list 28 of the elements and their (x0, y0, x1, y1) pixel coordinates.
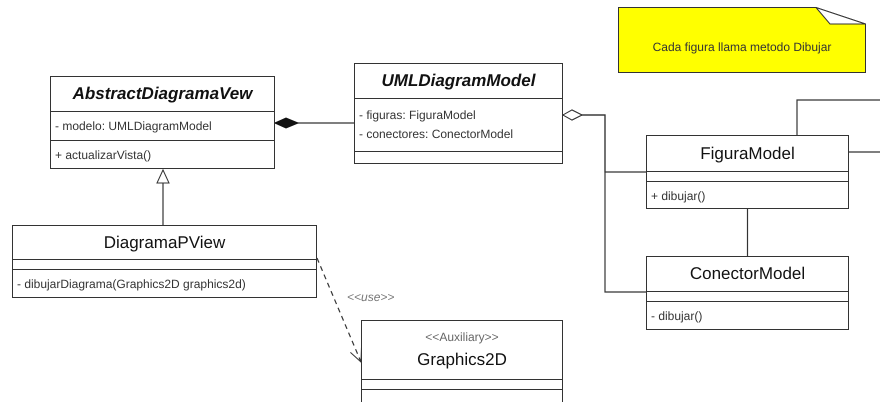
method-text: - dibujar() (651, 309, 702, 324)
self-association-line (796, 99, 880, 153)
attribute-text: - modelo: UMLDiagramModel (55, 118, 212, 134)
class-name: UMLDiagramModel (382, 70, 536, 92)
attribute-text: - conectores: ConectorModel (359, 127, 514, 142)
stereotype-text: <<Auxiliary>> (425, 330, 499, 345)
composition-line (274, 118, 354, 128)
method-text: + dibujar() (651, 188, 706, 204)
dependency-arrow (316, 258, 362, 362)
method-text: - dibujarDiagrama(Graphics2D graphics2d) (17, 277, 246, 292)
class-box (361, 320, 563, 402)
aggregation-line (562, 110, 646, 293)
class-box (50, 76, 275, 169)
class-box (354, 63, 563, 164)
inheritance-arrow (156, 170, 170, 225)
class-box (12, 225, 317, 298)
attribute-text: - figuras: FiguraModel (359, 108, 476, 123)
class-name: AbstractDiagramaVew (72, 83, 252, 105)
class-box (646, 135, 849, 209)
class-name: DiagramaPView (104, 232, 226, 254)
method-text: + actualizarVista() (55, 148, 152, 163)
class-box (646, 256, 849, 330)
class-name: ConectorModel (690, 263, 806, 285)
class-name: Graphics2D (417, 348, 507, 370)
class-name: FiguraModel (700, 142, 795, 164)
note-box (618, 7, 866, 73)
note-text: Cada figura llama metodo Dibujar (652, 39, 832, 56)
association-line (746, 209, 748, 256)
